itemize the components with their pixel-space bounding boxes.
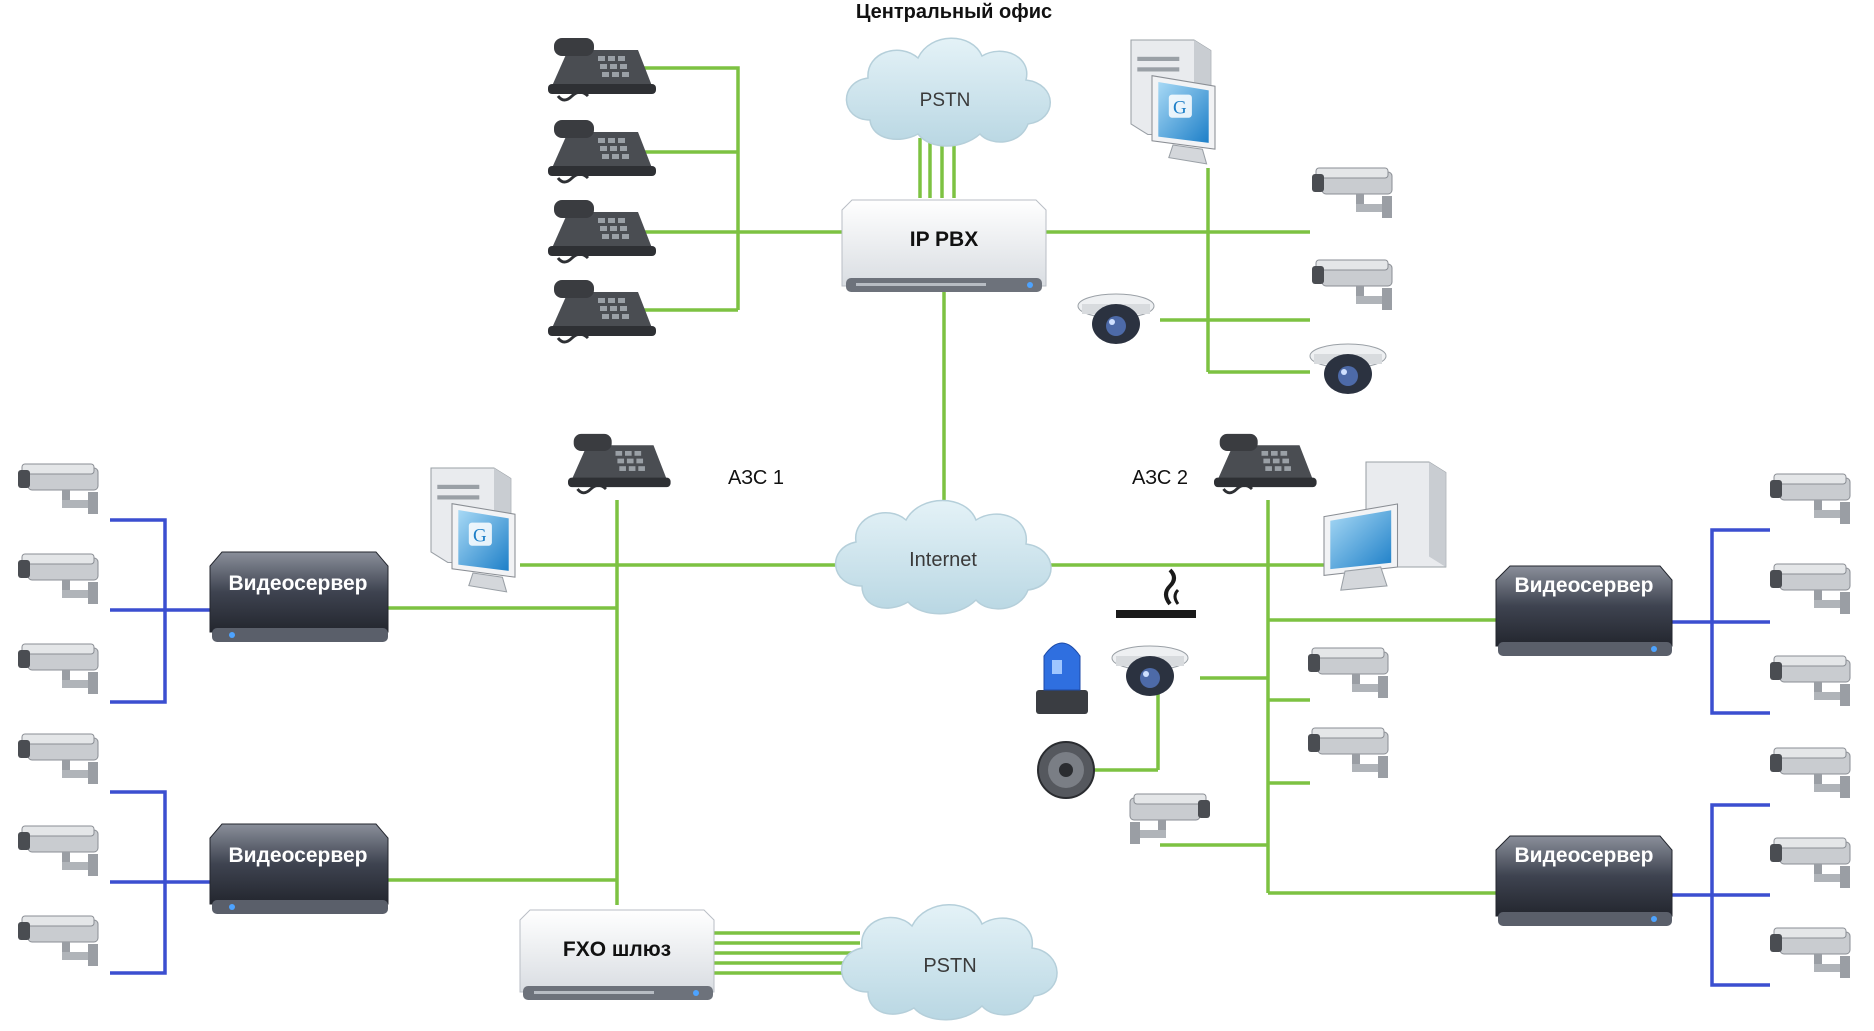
dome-camera-icon xyxy=(1077,293,1155,345)
camera-icon xyxy=(1769,563,1851,615)
videoserver-left-1-label: Видеосервер xyxy=(229,572,368,595)
camera-icon xyxy=(17,733,99,785)
camera-icon xyxy=(1311,259,1393,311)
dome-camera-icon xyxy=(1111,645,1189,697)
camera-icon xyxy=(1307,647,1389,699)
camera-icon xyxy=(17,915,99,967)
pstn-top-label: PSTN xyxy=(920,90,971,111)
videoserver-right-1: Видеосервер xyxy=(1495,565,1673,656)
pstn-bottom-label: PSTN xyxy=(923,955,976,977)
videoserver-right-2-label: Видеосервер xyxy=(1515,844,1654,867)
videoserver-right-1-label: Видеосервер xyxy=(1515,574,1654,597)
blue-links xyxy=(110,518,1770,987)
phone-icon xyxy=(546,198,658,264)
camera-icon xyxy=(17,553,99,605)
phone-icon xyxy=(1212,432,1319,495)
phone-icon xyxy=(546,118,658,184)
internet-label: Internet xyxy=(909,549,977,571)
ip-pbx-label: IP PBX xyxy=(910,228,978,251)
camera-icon xyxy=(1129,793,1211,845)
camera-icon xyxy=(1769,837,1851,889)
pstn-cloud-bottom: PSTN xyxy=(840,904,1058,1021)
camera-icon xyxy=(1769,473,1851,525)
computer-icon xyxy=(1323,461,1447,591)
fxo-gateway-label: FXO шлюз xyxy=(563,938,671,961)
camera-icon xyxy=(17,643,99,695)
no-smoking-sensor-icon xyxy=(1116,568,1196,618)
phone-icon xyxy=(566,432,673,495)
videoserver-left-2: Видеосервер xyxy=(209,823,389,914)
camera-icon xyxy=(1769,927,1851,979)
camera-icon xyxy=(17,463,99,515)
phone-icon xyxy=(546,36,658,102)
alarm-beacon-icon xyxy=(1036,642,1088,714)
videoserver-right-2: Видеосервер xyxy=(1495,835,1673,926)
site-azs1-label: АЗС 1 xyxy=(728,467,784,489)
central-office-title: Центральный офис xyxy=(856,1,1052,23)
camera-icon xyxy=(1307,727,1389,779)
site-azs2-label: АЗС 2 xyxy=(1132,467,1188,489)
pstn-cloud-top: PSTN xyxy=(845,37,1051,147)
camera-icon xyxy=(1769,747,1851,799)
camera-icon xyxy=(1311,167,1393,219)
camera-icon xyxy=(1769,655,1851,707)
computer-icon xyxy=(430,467,516,593)
videoserver-left-2-label: Видеосервер xyxy=(229,844,368,867)
videoserver-left-1: Видеосервер xyxy=(209,551,389,642)
green-links xyxy=(385,66,1500,975)
siren-speaker-icon xyxy=(1037,741,1095,799)
phone-icon xyxy=(546,278,658,344)
computer-icon xyxy=(1130,39,1216,165)
internet-cloud: Internet xyxy=(834,499,1052,615)
camera-icon xyxy=(17,825,99,877)
ip-pbx-device: IP PBX xyxy=(841,199,1047,292)
dome-camera-icon xyxy=(1309,343,1387,395)
fxo-gateway-device: FXO шлюз xyxy=(519,909,715,1000)
